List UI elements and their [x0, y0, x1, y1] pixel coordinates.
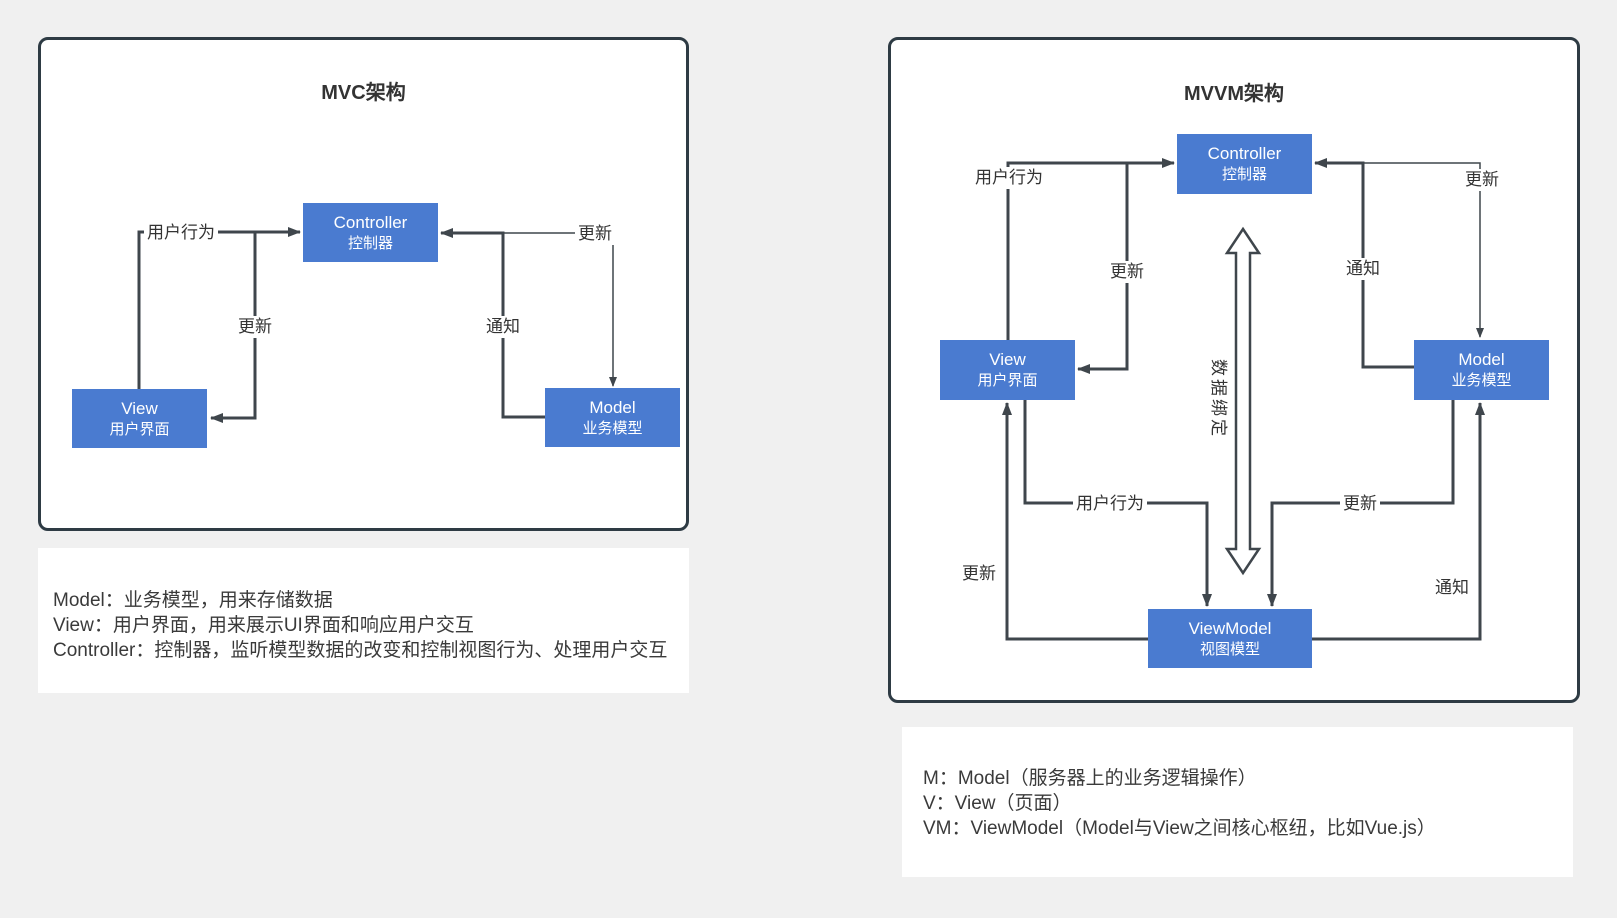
mvvm-view-en: View: [989, 350, 1026, 369]
mvvm-controller-en: Controller: [1207, 144, 1282, 163]
mvvm-label-user-action-top: 用户行为: [972, 167, 1046, 189]
mvc-legend-model: Model：业务模型，用来存储数据: [53, 590, 333, 611]
mvc-label-notify: 通知: [483, 316, 523, 338]
mvvm-label-update-to-view: 更新: [959, 563, 999, 585]
mvvm-label-update-view-top: 更新: [1107, 261, 1147, 283]
mvc-label-user-action: 用户行为: [144, 222, 218, 244]
mvc-title: MVC架构: [321, 82, 406, 104]
mvvm-viewmodel-node: ViewModel 视图模型: [1148, 609, 1312, 668]
mvvm-label-user-action-bottom: 用户行为: [1073, 493, 1147, 515]
mvvm-controller-cn: 控制器: [1221, 166, 1267, 183]
mvc-label-update-view: 更新: [235, 316, 275, 338]
mvvm-label-notify-to-model: 通知: [1432, 577, 1472, 599]
mvc-legend: Model：业务模型，用来存储数据 View：用户界面，用来展示UI界面和响应用…: [38, 548, 689, 693]
mvc-model-en: Model: [589, 397, 636, 417]
mvc-model-node: Model 业务模型: [545, 388, 680, 447]
mvvm-model-cn: 业务模型: [1451, 372, 1512, 389]
mvvm-legend: M：Model（服务器上的业务逻辑操作） V：View（页面） VM：ViewM…: [902, 727, 1573, 877]
mvc-view-en: View: [121, 398, 158, 418]
mvvm-label-data-binding: 数据绑定: [1209, 359, 1228, 439]
mvc-legend-view: View：用户界面，用来展示UI界面和响应用户交互: [53, 615, 474, 636]
mvc-controller-en: Controller: [333, 212, 408, 232]
mvvm-controller-node: Controller 控制器: [1177, 134, 1312, 194]
mvc-panel: [38, 37, 689, 531]
mvc-view-cn: 用户界面: [109, 420, 170, 438]
mvvm-view-node: View 用户界面: [940, 340, 1075, 400]
mvvm-viewmodel-en: ViewModel: [1188, 618, 1272, 638]
mvc-controller-node: Controller 控制器: [303, 203, 438, 262]
mvc-controller-cn: 控制器: [347, 234, 393, 252]
mvc-label-update-model: 更新: [575, 223, 615, 245]
mvvm-legend-vm: VM：ViewModel（Model与View之间核心枢纽，比如Vue.js）: [923, 818, 1436, 839]
mvvm-legend-v: V：View（页面）: [923, 793, 1072, 814]
mvvm-title: MVVM架构: [1184, 83, 1284, 105]
mvvm-label-notify-top: 通知: [1343, 258, 1383, 280]
mvvm-model-node: Model 业务模型: [1414, 340, 1549, 400]
mvvm-view-cn: 用户界面: [977, 372, 1038, 389]
mvvm-label-update-model-top: 更新: [1462, 169, 1502, 191]
mvc-model-cn: 业务模型: [582, 419, 643, 437]
mvvm-legend-m: M：Model（服务器上的业务逻辑操作）: [923, 768, 1257, 789]
mvc-view-node: View 用户界面: [72, 389, 207, 448]
mvvm-viewmodel-cn: 视图模型: [1199, 640, 1260, 658]
mvc-legend-controller: Controller：控制器，监听模型数据的改变和控制视图行为、处理用户交互: [53, 640, 668, 661]
mvvm-label-update-to-viewmodel: 更新: [1340, 493, 1380, 515]
mvvm-model-en: Model: [1458, 350, 1505, 369]
